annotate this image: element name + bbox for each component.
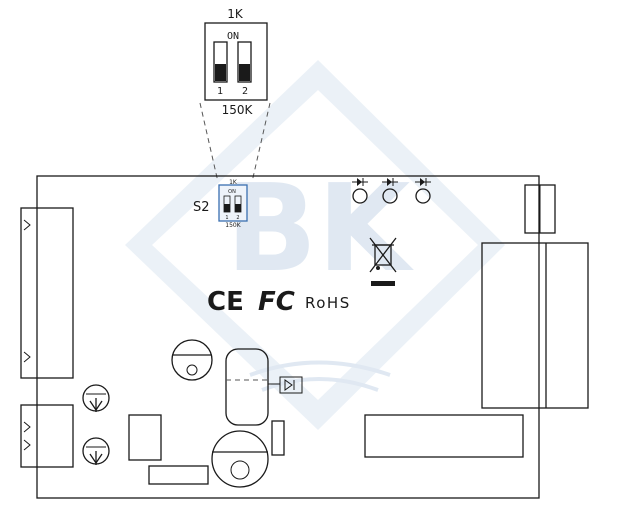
watermark-text: BK [226, 160, 414, 299]
led-2 [382, 178, 398, 204]
ic-small-left [128, 414, 162, 461]
inset-switch-1 [213, 41, 228, 83]
small-switch-top-label: 1K [229, 179, 238, 186]
resistor-vertical [271, 420, 285, 456]
fcc-mark: FC [258, 287, 295, 317]
right-connector-outer [481, 242, 589, 409]
inset-frame [204, 22, 268, 101]
inset-switch-number-1: 1 [217, 86, 223, 97]
pcb-board-outline [36, 175, 540, 499]
led-1 [352, 178, 368, 204]
capsule-component [225, 348, 269, 426]
potentiometer-2 [82, 437, 110, 465]
potentiometer-1 [82, 384, 110, 412]
dip-switch-s2: S2 1K ON 1 2 150K [193, 179, 248, 229]
rohs-mark: RoHS [305, 294, 351, 312]
left-connector-upper [20, 207, 74, 379]
certification-marks: CE FC RoHS [207, 287, 351, 317]
inset-switch-2 [237, 41, 252, 83]
led-3 [415, 178, 431, 204]
crossed-out-wheelie-bin-icon [369, 237, 397, 286]
dip-switch-zoom-inset: 1K ON 1 2 150K [199, 7, 271, 183]
round-component-upper [171, 339, 213, 381]
small-switch-number-2: 2 [236, 215, 239, 221]
resistor-strip-bottom [148, 465, 209, 485]
switch-designator: S2 [193, 200, 210, 215]
ce-mark: CE [207, 287, 244, 317]
round-component-lower [211, 430, 269, 488]
led-row [352, 178, 431, 204]
inset-switch-number-2: 2 [242, 86, 248, 97]
small-switch-on-label: ON [228, 189, 236, 195]
inset-on-label: ON [227, 31, 239, 42]
inset-bottom-label: 150K [222, 103, 254, 117]
small-switch-number-1: 1 [225, 215, 228, 221]
left-connector-lower [20, 404, 74, 468]
bottom-right-header [364, 414, 524, 458]
small-switch-bottom-label: 150K [225, 222, 241, 229]
watermark-logo: BK [125, 60, 505, 430]
diode [268, 376, 303, 394]
inset-top-label: 1K [227, 7, 244, 21]
